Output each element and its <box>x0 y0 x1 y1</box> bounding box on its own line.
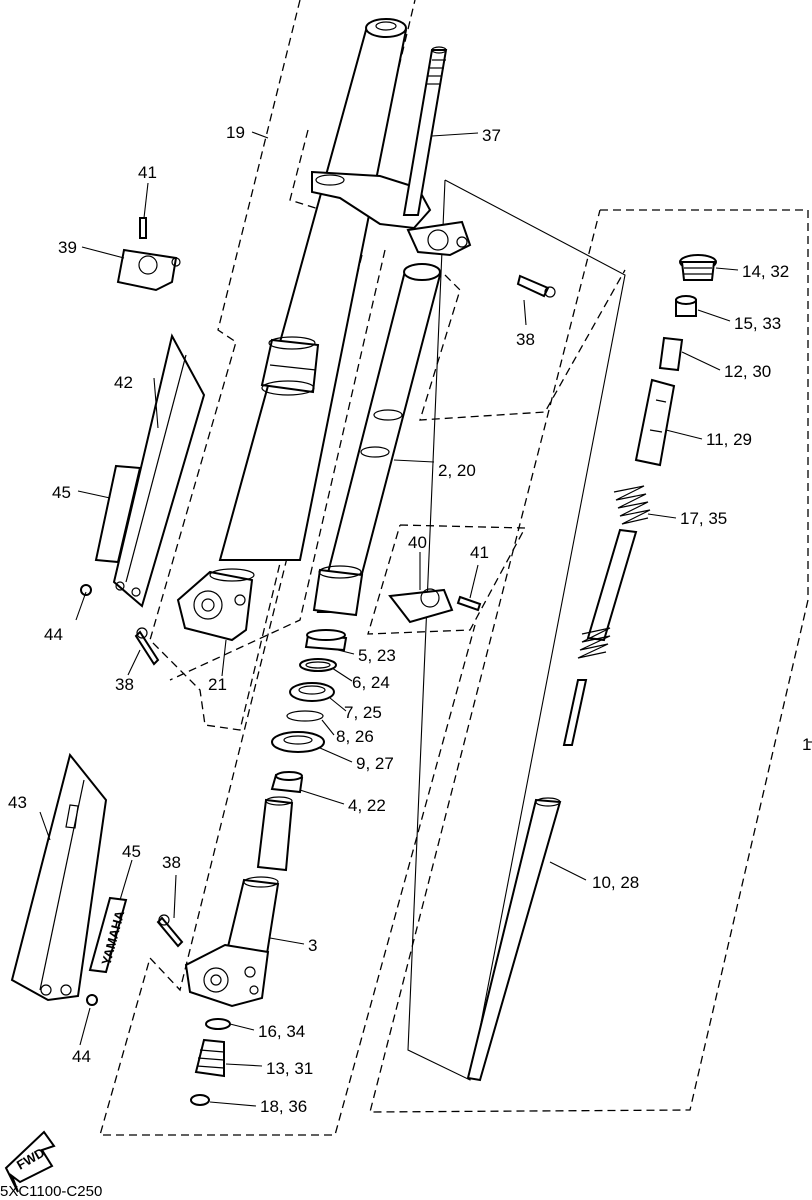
callout-18-36: 18, 36 <box>260 1097 307 1116</box>
outer-tube-left <box>176 18 408 642</box>
leader-lines <box>39 131 812 1107</box>
callout-2-20: 2, 20 <box>438 461 476 480</box>
callout-9-27: 9, 27 <box>356 754 394 773</box>
callout-3: 3 <box>308 936 317 955</box>
callout-15-33: 15, 33 <box>734 314 781 333</box>
fork-guards: YAMAHA <box>10 333 206 1002</box>
callout-8-26: 8, 26 <box>336 727 374 746</box>
callout-12-30: 12, 30 <box>724 362 771 381</box>
callout-21: 21 <box>208 675 227 694</box>
callout-38-lower: 38 <box>162 853 181 872</box>
callout-41-upper: 41 <box>138 163 157 182</box>
callout-11-29: 11, 29 <box>706 430 752 449</box>
inner-tube <box>312 263 442 617</box>
seal-stack <box>270 629 348 794</box>
callout-40: 40 <box>408 533 427 552</box>
callout-13-31: 13, 31 <box>266 1059 313 1078</box>
callout-39: 39 <box>58 238 77 257</box>
callout-16-34: 16, 34 <box>258 1022 305 1041</box>
callout-17-35: 17, 35 <box>680 509 727 528</box>
callout-5-23: 5, 23 <box>358 646 396 665</box>
callout-19: 19 <box>226 123 245 142</box>
callout-42: 42 <box>114 373 133 392</box>
callout-14-32: 14, 32 <box>742 262 789 281</box>
drawing-code: 5XC1100-C250 <box>0 1183 102 1200</box>
callout-10-28: 10, 28 <box>592 873 639 892</box>
callout-45-lower: 45 <box>122 842 141 861</box>
clamps-and-bolts <box>80 217 556 1006</box>
callout-43: 43 <box>8 793 27 812</box>
outer-tube-right <box>184 796 294 1008</box>
callout-labels: 1 2, 20 3 4, 22 5, 23 6, 24 7, 25 8, 26 … <box>8 123 811 1116</box>
callout-44-upper: 44 <box>44 625 63 644</box>
callout-6-24: 6, 24 <box>352 673 390 692</box>
callout-45-upper: 45 <box>52 483 71 502</box>
cartridge-parts <box>466 254 717 1082</box>
callout-1: 1 <box>802 735 811 754</box>
callout-44-lower: 44 <box>72 1047 91 1066</box>
base-valve-parts <box>190 1018 231 1106</box>
callout-38-upper: 38 <box>516 330 535 349</box>
callout-7-25: 7, 25 <box>344 703 382 722</box>
upper-bracket <box>311 170 472 257</box>
steering-stem <box>402 46 448 216</box>
callout-38-middle: 38 <box>115 675 134 694</box>
callout-37: 37 <box>482 126 501 145</box>
callout-41-right: 41 <box>470 543 489 562</box>
callout-4-22: 4, 22 <box>348 796 386 815</box>
